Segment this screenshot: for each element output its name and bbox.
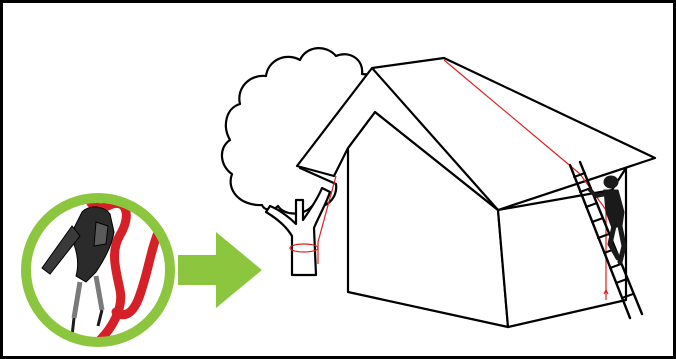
worker-helmet: [604, 176, 618, 188]
device-cam: [94, 222, 108, 246]
